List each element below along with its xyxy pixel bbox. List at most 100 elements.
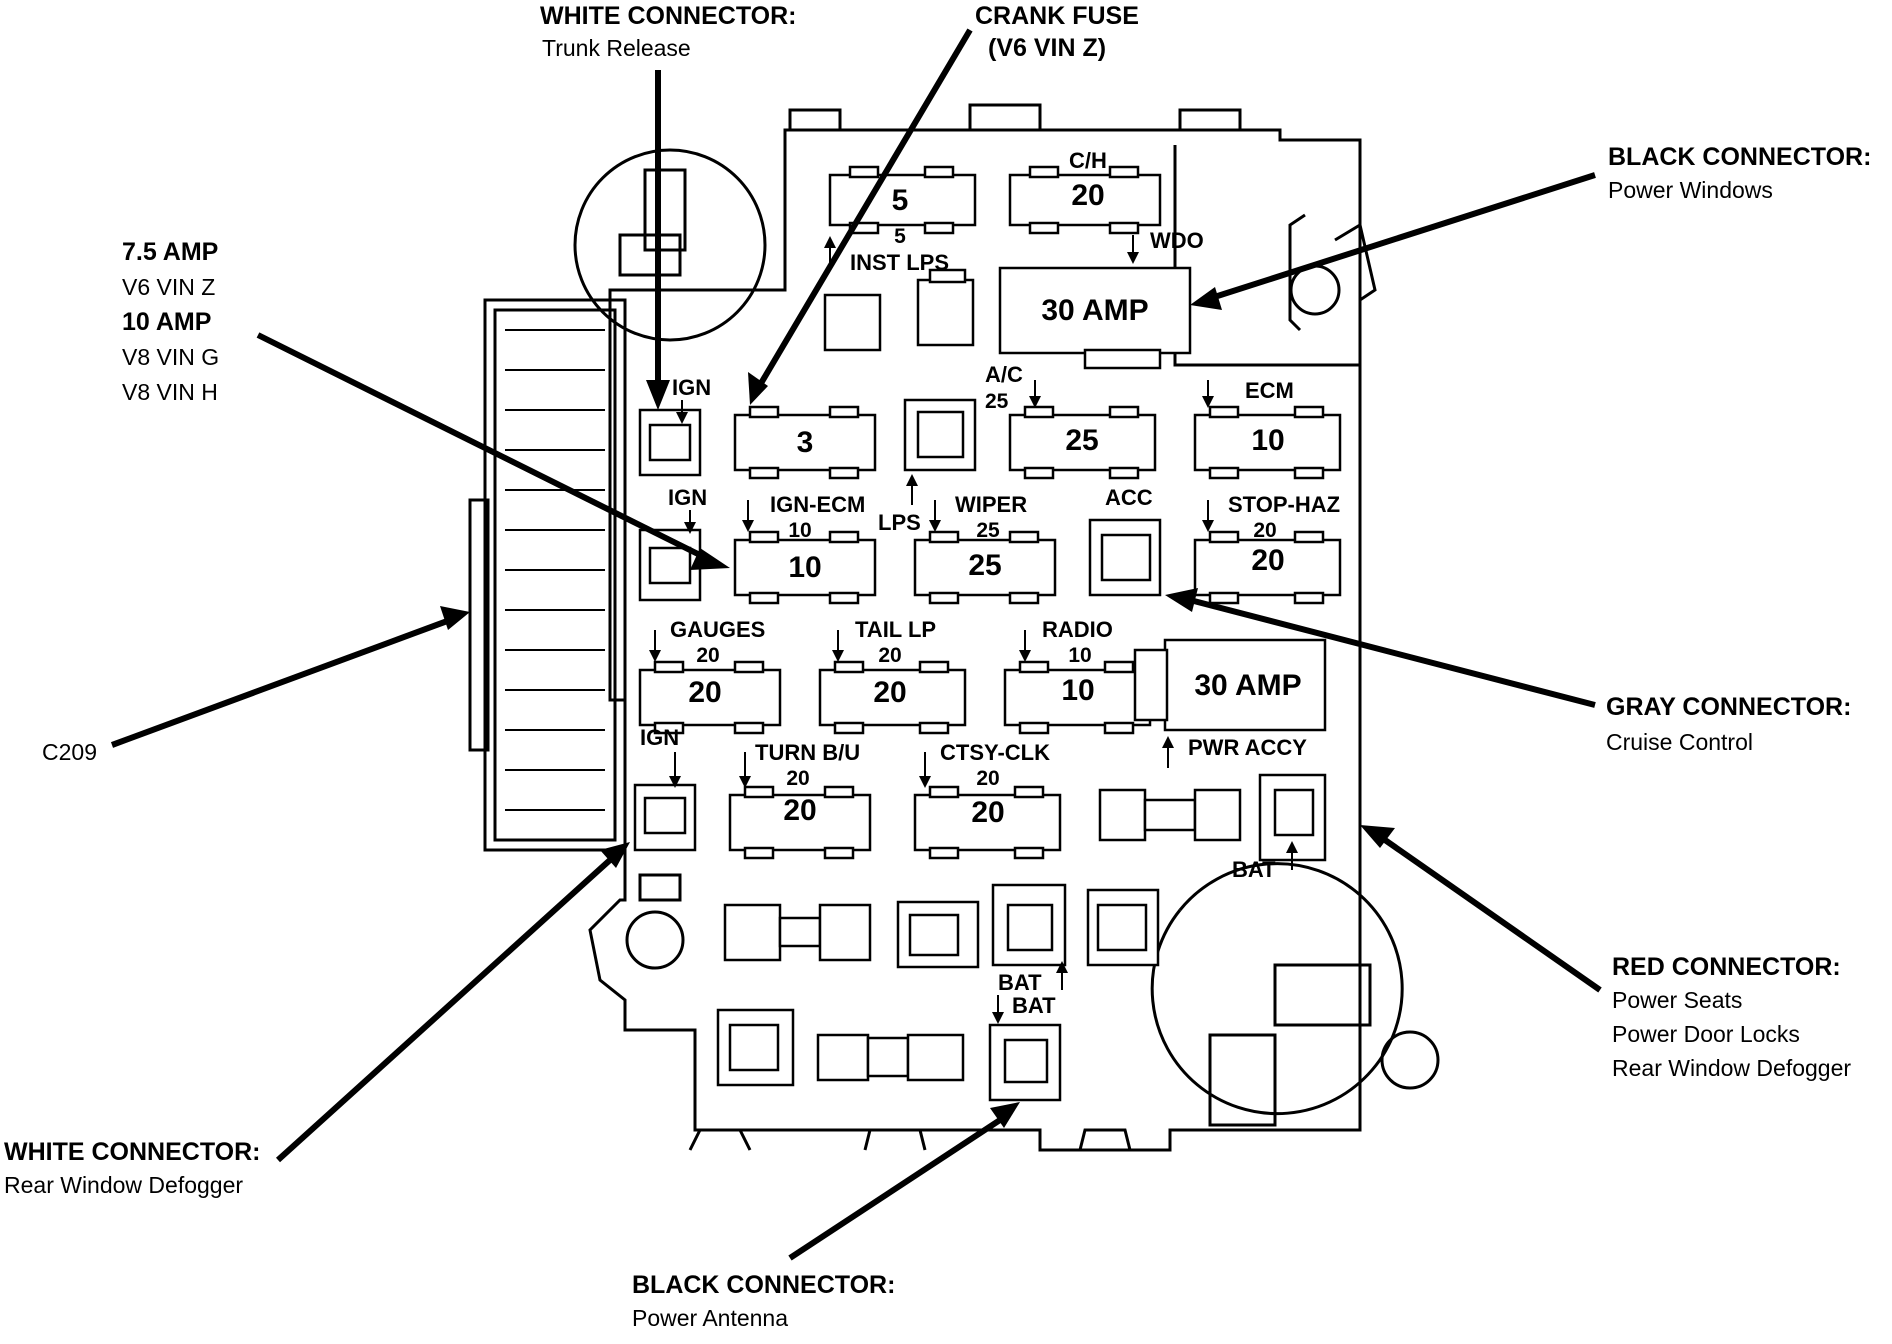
fuse-ign-connector-3[interactable]: IGN (633, 725, 697, 852)
fuse-label: C/H (1069, 148, 1107, 173)
callout-title: BLACK CONNECTOR: (1608, 143, 1871, 171)
acc-connector[interactable]: ACC (1088, 485, 1162, 597)
bat-connector-3[interactable]: BAT (988, 993, 1062, 1102)
fuse-sub: 20 (696, 644, 719, 667)
relay-socket (1193, 788, 1242, 842)
ign-label: IGN (640, 725, 679, 750)
fuse-value: 30 AMP (1194, 669, 1301, 702)
relay-bridge (778, 916, 822, 948)
callout-line: V6 VIN Z (122, 274, 215, 300)
relay-socket (723, 903, 782, 962)
fuse-label: WIPER (955, 492, 1027, 517)
fuse-radio-10[interactable]: 10 RADIO 10 (1003, 617, 1152, 735)
callout-white-rear-defogger: WHITE CONNECTOR: Rear Window Defogger (4, 1138, 260, 1198)
lower-left-mount (625, 873, 685, 970)
relay-socket (916, 278, 975, 347)
fuse-value: 5 (892, 184, 909, 217)
fuse-value: 20 (688, 676, 721, 709)
fuse-label: IGN-ECM (770, 492, 865, 517)
relay-bridge (1143, 798, 1197, 832)
relay-socket (1098, 788, 1147, 842)
fuse-sub: 20 (1253, 519, 1276, 542)
bat-connector-1[interactable]: BAT (1232, 773, 1327, 882)
fuse-crank-3[interactable]: 3 (733, 405, 877, 480)
fuse-label: WDO (1150, 228, 1204, 253)
callout-line: 7.5 AMP (122, 238, 218, 266)
fuse-value: 20 (1071, 179, 1104, 212)
fuse-label: STOP-HAZ (1228, 492, 1340, 517)
callout-line: (V6 VIN Z) (988, 34, 1106, 62)
callout-black-power-windows: BLACK CONNECTOR: Power Windows (1608, 143, 1871, 203)
relay-inner (728, 1023, 780, 1072)
fuse-label: A/C (985, 362, 1023, 387)
fuse-label: TAIL LP (855, 617, 936, 642)
fuse-wiper-25[interactable]: 25 WIPER 25 (913, 492, 1057, 605)
callout-arrows (110, 28, 1602, 1261)
fuse-sub: 20 (878, 644, 901, 667)
fuse-sub: 5 (894, 225, 906, 248)
fuse-label: CTSY-CLK (940, 740, 1050, 765)
callout-line: Trunk Release (542, 35, 691, 61)
relay-bridge (866, 1036, 910, 1078)
fuse-30amp-wdo[interactable]: 30 AMP WDO (998, 228, 1204, 370)
fuse-value: 20 (1251, 544, 1284, 577)
bat-label: BAT (1012, 993, 1056, 1018)
callout-line: Power Windows (1608, 177, 1773, 203)
fuse-value: 20 (873, 676, 906, 709)
callout-line: Cruise Control (1606, 729, 1753, 755)
fuse-stop-haz-20[interactable]: 20 STOP-HAZ 20 (1193, 492, 1342, 605)
fuse-ch-20[interactable]: 20 C/H (1008, 148, 1162, 235)
bottom-right-relay-circle (1150, 862, 1440, 1127)
callout-line: V8 VIN G (122, 344, 219, 370)
callout-line: Rear Window Defogger (4, 1172, 243, 1198)
fuse-label: ECM (1245, 378, 1294, 403)
fuse-value: 3 (797, 426, 814, 459)
fuse-sub: 25 (985, 390, 1009, 413)
fuse-ign-connector-1[interactable]: IGN (638, 375, 711, 477)
acc-label: ACC (1105, 485, 1153, 510)
fuse-value: 30 AMP (1041, 294, 1148, 327)
relay-inner (1096, 903, 1148, 952)
callout-title: GRAY CONNECTOR: (1606, 693, 1851, 721)
fuse-inst-lps-5[interactable]: 5 5 INST LPS (828, 165, 977, 275)
bat-connector-2[interactable]: BAT (991, 883, 1067, 995)
fuse-value: 10 (1061, 674, 1094, 707)
fuse-label: GAUGES (670, 617, 765, 642)
fuse-sub: 20 (976, 767, 999, 790)
fuse-sub: 10 (788, 519, 811, 542)
callout-title: BLACK CONNECTOR: (632, 1271, 895, 1299)
fuse-ctsy-clk-20[interactable]: 20 CTSY-CLK 20 (913, 740, 1062, 860)
callout-amp-note: 7.5 AMP V6 VIN Z 10 AMP V8 VIN G V8 VIN … (122, 238, 219, 405)
fuse-sub: 20 (786, 767, 809, 790)
fuse-30amp-pwr-accy[interactable]: 30 AMP PWR ACCY (1133, 638, 1327, 760)
relay-socket (818, 903, 872, 962)
lps-connector[interactable]: LPS (878, 398, 977, 535)
callout-line: Power Door Locks (1612, 1021, 1800, 1047)
fuse-value: 10 (788, 551, 821, 584)
callout-title: CRANK FUSE (975, 2, 1139, 30)
lps-label: LPS (878, 510, 921, 535)
relay-socket (816, 1033, 870, 1082)
fuse-ign-ecm-10[interactable]: 10 IGN-ECM 10 (733, 492, 877, 605)
fuse-value: 20 (783, 794, 816, 827)
callout-title: WHITE CONNECTOR: (540, 2, 796, 30)
fuse-turn-bu-20[interactable]: 20 TURN B/U 20 (728, 740, 872, 860)
callout-crank-fuse: CRANK FUSE (V6 VIN Z) (975, 2, 1139, 62)
callout-line: V8 VIN H (122, 379, 218, 405)
fuse-gauges-20[interactable]: 20 GAUGES 20 (638, 617, 782, 735)
fuse-label: PWR ACCY (1188, 735, 1307, 760)
callout-white-trunk-release: WHITE CONNECTOR: Trunk Release (540, 2, 796, 61)
bat-label: BAT (998, 970, 1042, 995)
callout-gray-cruise-control: GRAY CONNECTOR: Cruise Control (1606, 693, 1851, 755)
ign-label: IGN (668, 485, 707, 510)
fuse-value: 25 (968, 549, 1001, 582)
terminal-arrows (649, 235, 1298, 1024)
fuse-tail-lp-20[interactable]: 20 TAIL LP 20 (818, 617, 967, 735)
callout-c209: C209 (42, 739, 97, 765)
fuse-ac-25[interactable]: 25 A/C 25 (985, 362, 1157, 480)
fuse-value: 10 (1251, 424, 1284, 457)
c209-connector-block (468, 298, 627, 852)
fuse-ecm-10[interactable]: 10 ECM (1193, 378, 1342, 480)
callout-line: Power Seats (1612, 987, 1742, 1013)
